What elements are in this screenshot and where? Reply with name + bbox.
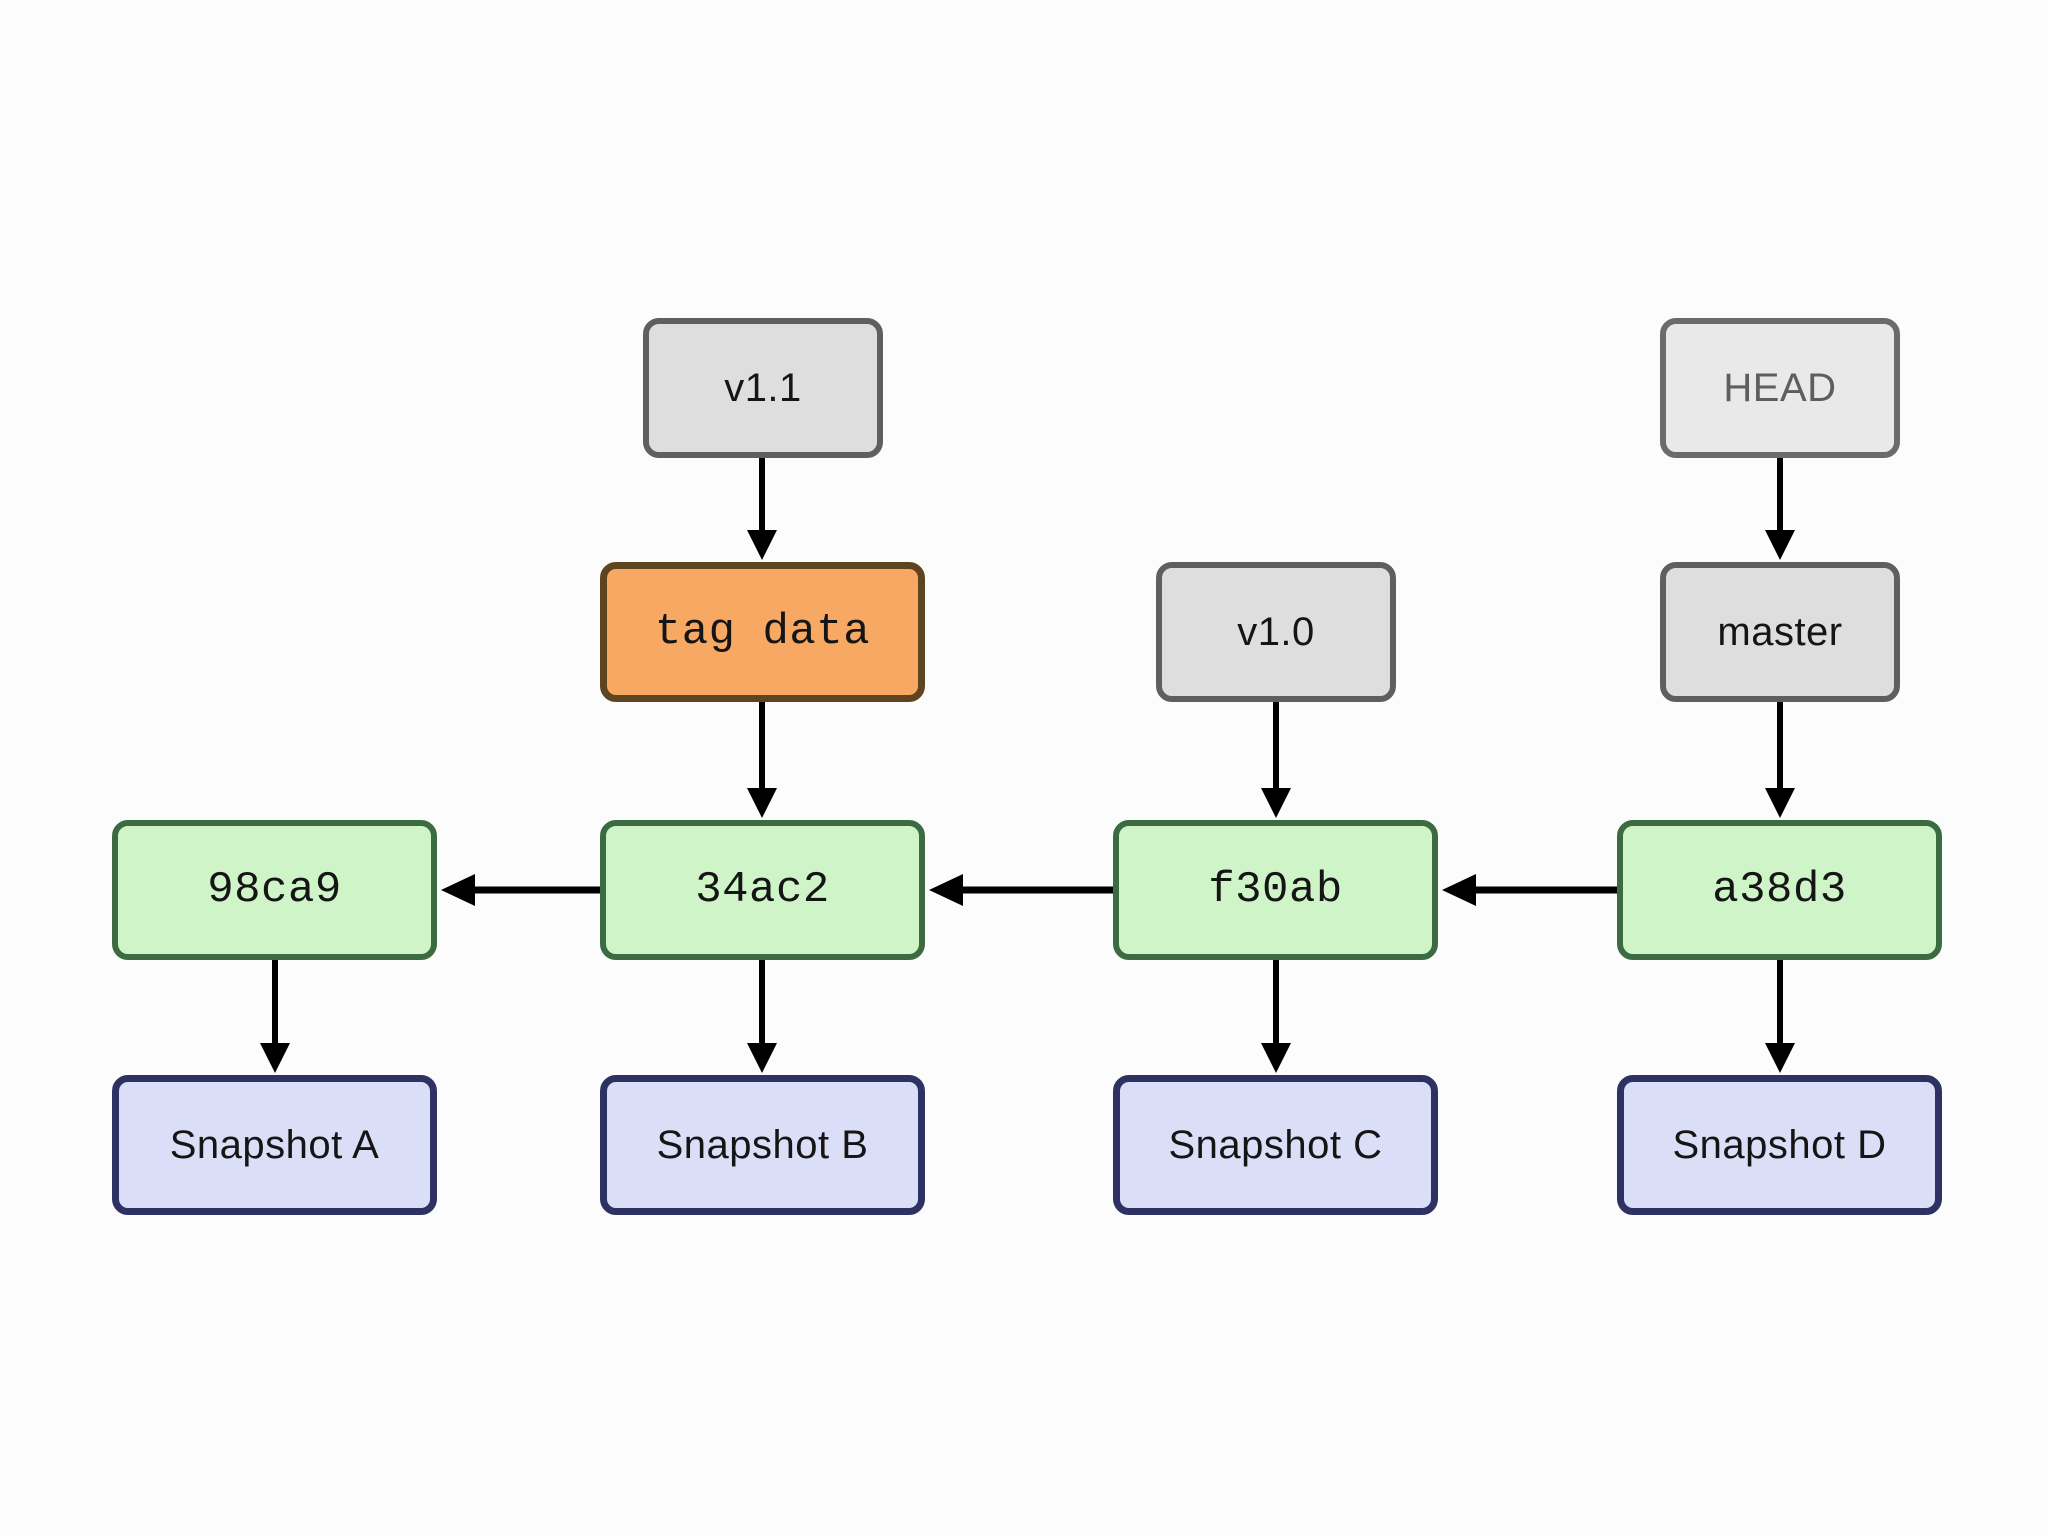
commit-98ca9-label: 98ca9 (207, 865, 342, 915)
tag-data-object: tag data (600, 562, 925, 702)
snapshot-c: Snapshot C (1113, 1075, 1438, 1215)
snapshot-a-label: Snapshot A (169, 1122, 380, 1167)
arrow-v1-0-to-f30ab (1261, 702, 1291, 818)
snapshot-b: Snapshot B (600, 1075, 925, 1215)
tag-ref-v1-0: v1.0 (1156, 562, 1396, 702)
arrow-98ca9-to-snapshot-a (260, 960, 290, 1073)
arrow-tag-data-to-34ac2 (747, 702, 777, 818)
commit-34ac2: 34ac2 (600, 820, 925, 960)
arrow-master-to-a38d3 (1765, 702, 1795, 818)
head-ref: HEAD (1660, 318, 1900, 458)
commit-a38d3: a38d3 (1617, 820, 1942, 960)
snapshot-d-label: Snapshot D (1672, 1122, 1887, 1167)
commit-f30ab: f30ab (1113, 820, 1438, 960)
arrow-head-to-master (1765, 458, 1795, 560)
arrow-v1-1-to-tag-data (747, 458, 777, 560)
arrow-a38d3-to-f30ab (1442, 874, 1617, 906)
snapshot-a: Snapshot A (112, 1075, 437, 1215)
head-ref-label: HEAD (1723, 365, 1837, 410)
branch-master-label: master (1717, 609, 1843, 654)
snapshot-c-label: Snapshot C (1168, 1122, 1383, 1167)
commit-a38d3-label: a38d3 (1712, 865, 1847, 915)
snapshot-d: Snapshot D (1617, 1075, 1942, 1215)
tag-data-label: tag data (654, 607, 871, 657)
arrow-34ac2-to-snapshot-b (747, 960, 777, 1073)
branch-master: master (1660, 562, 1900, 702)
tag-ref-v1-0-label: v1.0 (1237, 609, 1315, 654)
tag-ref-v1-1-label: v1.1 (724, 365, 802, 410)
commit-98ca9: 98ca9 (112, 820, 437, 960)
arrow-34ac2-to-98ca9 (441, 874, 600, 906)
arrow-f30ab-to-34ac2 (929, 874, 1113, 906)
commit-f30ab-label: f30ab (1208, 865, 1343, 915)
arrow-a38d3-to-snapshot-d (1765, 960, 1795, 1073)
commit-34ac2-label: 34ac2 (695, 865, 830, 915)
tag-ref-v1-1: v1.1 (643, 318, 883, 458)
snapshot-b-label: Snapshot B (656, 1122, 869, 1167)
arrow-f30ab-to-snapshot-c (1261, 960, 1291, 1073)
